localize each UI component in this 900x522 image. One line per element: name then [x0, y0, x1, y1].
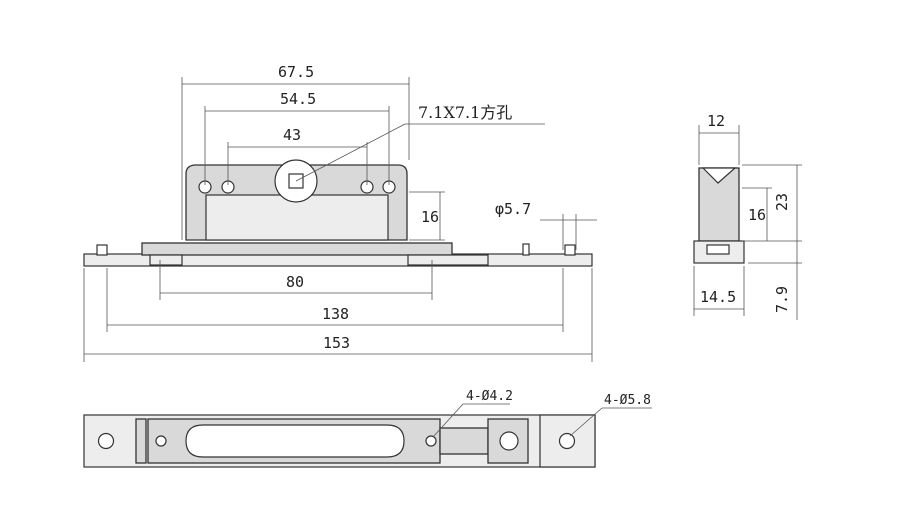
dim-138: 138 — [322, 305, 349, 323]
top-view: 4-Ø4.2 4-Ø5.8 — [83, 389, 652, 468]
dim-side-14-5: 14.5 — [700, 288, 736, 306]
dim-67-5: 67.5 — [278, 63, 314, 81]
top-bridge — [439, 427, 489, 455]
dim-side-12: 12 — [707, 112, 725, 130]
top-hole-large — [97, 432, 115, 450]
front-view: 67.5 54.5 43 7.1X7.1方孔 16 φ5.7 80 138 — [83, 63, 597, 362]
side-view: 12 23 16 14.5 7.9 — [693, 112, 802, 320]
dim-side-23: 23 — [773, 193, 791, 211]
side-base-slot — [706, 244, 730, 255]
base-rail — [141, 242, 453, 256]
dim-square-hole: 7.1X7.1方孔 — [418, 103, 512, 122]
dim-16: 16 — [421, 208, 439, 226]
side-v-notch — [701, 167, 737, 184]
top-hole-large — [558, 432, 576, 450]
dim-4-phi-5-8: 4-Ø5.8 — [604, 393, 651, 408]
post-left — [96, 244, 108, 256]
dim-54-5: 54.5 — [280, 90, 316, 108]
dim-phi-5-7: φ5.7 — [495, 200, 531, 218]
top-hole-boss — [499, 431, 519, 451]
dim-153: 153 — [323, 334, 350, 352]
post-right — [564, 244, 576, 256]
side-body — [698, 167, 740, 242]
dim-43: 43 — [283, 126, 301, 144]
base-ledge-right — [407, 254, 489, 266]
top-center-slot — [185, 424, 405, 458]
dim-80: 80 — [286, 273, 304, 291]
dim-side-16: 16 — [748, 206, 766, 224]
post-right-inner — [522, 243, 530, 256]
base-ledge-left — [149, 254, 183, 266]
top-section-left — [135, 418, 147, 464]
top-hole-small — [425, 435, 437, 447]
top-hole-small — [155, 435, 167, 447]
dim-4-phi-4-2: 4-Ø4.2 — [466, 389, 513, 404]
dim-side-7-9: 7.9 — [773, 286, 791, 313]
